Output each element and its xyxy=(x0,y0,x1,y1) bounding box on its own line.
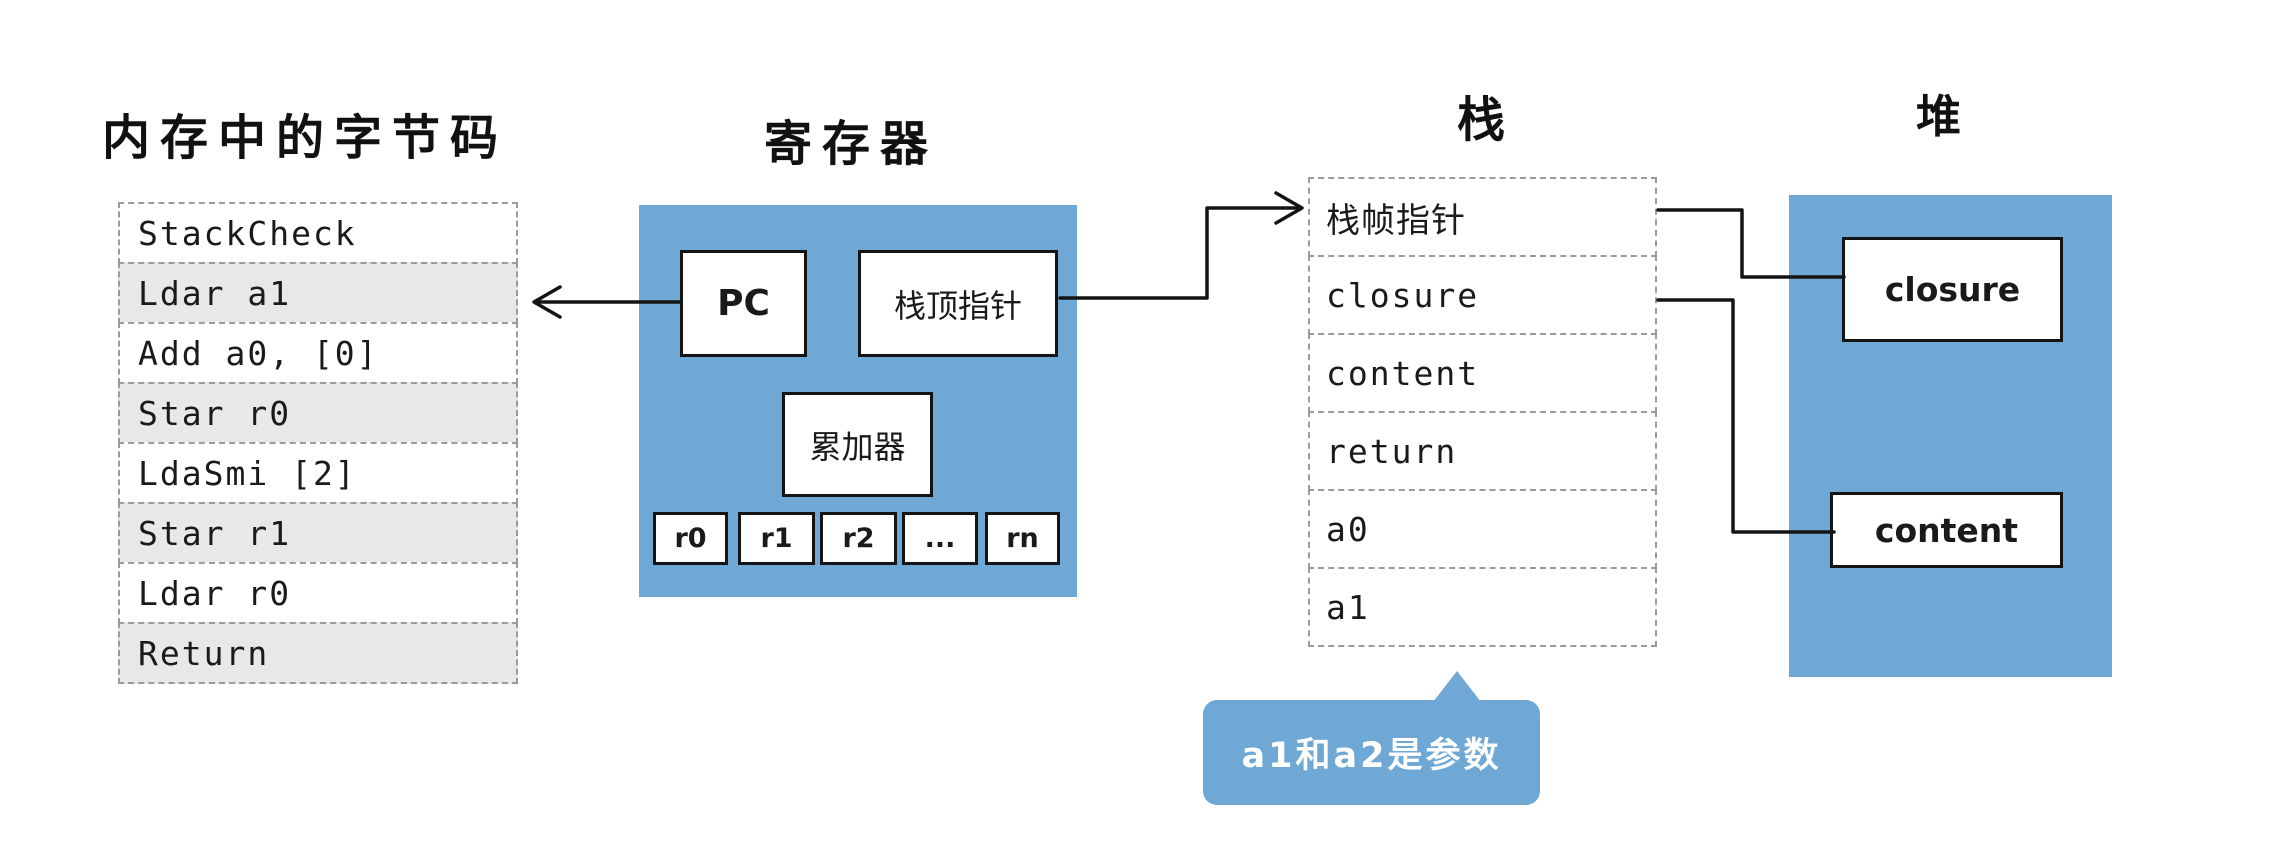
bytecode-row: Return xyxy=(118,622,518,684)
bytecode-title: 内存中的字节码 xyxy=(102,110,509,166)
stack-row-return: return xyxy=(1308,411,1657,491)
stack-row-a0: a0 xyxy=(1308,489,1657,569)
parameters-callout: a1和a2是参数 xyxy=(1203,700,1540,805)
bytecode-row: Add a0, [0] xyxy=(118,322,518,384)
general-register-rn: rn xyxy=(985,512,1060,565)
bytecode-row: LdaSmi [2] xyxy=(118,442,518,504)
general-register-ellipsis: ... xyxy=(902,512,978,565)
stack-top-pointer-register: 栈顶指针 xyxy=(858,250,1058,357)
stack-row-closure: closure xyxy=(1308,255,1657,335)
registers-box: PC 栈顶指针 累加器 r0 r1 r2 ... rn xyxy=(639,205,1077,597)
bytecode-row: Star r1 xyxy=(118,502,518,564)
general-register-r2: r2 xyxy=(820,512,897,565)
stack-title: 栈 xyxy=(1457,92,1516,148)
bytecode-row: Star r0 xyxy=(118,382,518,444)
stack-row-a1: a1 xyxy=(1308,567,1657,647)
registers-title: 寄存器 xyxy=(764,116,939,172)
general-register-r0: r0 xyxy=(653,512,728,565)
callout-pointer-triangle xyxy=(1433,671,1481,702)
general-register-r1: r1 xyxy=(738,512,815,565)
stack-list: 栈帧指针 closure content return a0 a1 xyxy=(1308,177,1657,647)
bytecode-row: StackCheck xyxy=(118,202,518,264)
heap-closure-object: closure xyxy=(1842,237,2063,342)
bytecode-row: Ldar r0 xyxy=(118,562,518,624)
heap-content-object: content xyxy=(1830,492,2063,568)
stack-row-content: content xyxy=(1308,333,1657,413)
accumulator-register: 累加器 xyxy=(782,392,933,497)
bytecode-list: StackCheck Ldar a1 Add a0, [0] Star r0 L… xyxy=(118,202,518,684)
stack-row-frame-pointer: 栈帧指针 xyxy=(1308,177,1657,257)
pc-register: PC xyxy=(680,250,807,357)
bytecode-row: Ldar a1 xyxy=(118,262,518,324)
heap-title: 堆 xyxy=(1916,90,1972,143)
arrow-stp-to-stack xyxy=(1058,206,1300,300)
heap-box: closure content xyxy=(1789,195,2112,677)
